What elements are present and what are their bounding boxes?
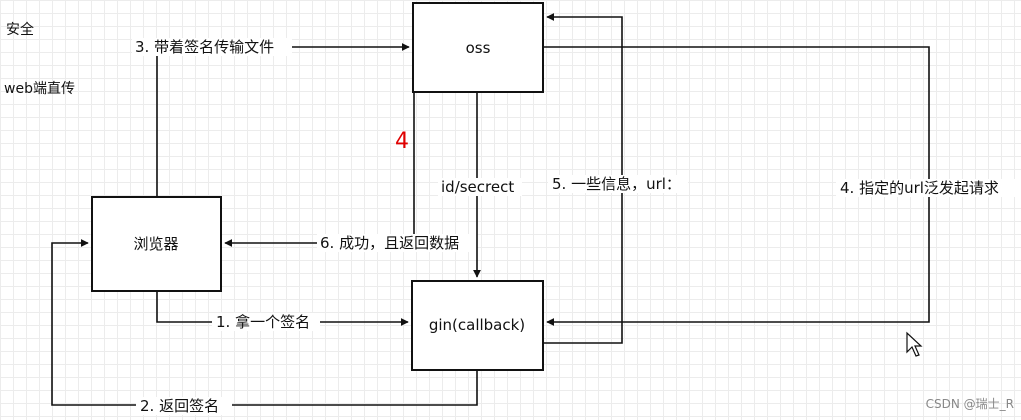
- note-security: 安全: [6, 21, 34, 38]
- watermark: CSDN @瑞士_R: [926, 397, 1014, 411]
- gin-callback-label: gin(callback): [429, 316, 525, 334]
- edge-label-return-signature: 2. 返回签名: [140, 397, 219, 415]
- red-step-annotation: 4: [395, 129, 409, 154]
- edge-success-return: [224, 92, 415, 247]
- edge-upload-with-signature: [156, 43, 410, 197]
- edge-label-info-url: 5. 一些信息，url：: [552, 175, 681, 193]
- edge-label-id-secret: id/secrect: [441, 178, 514, 196]
- edge-label-request-url: 4. 指定的url泛发起请求: [840, 179, 999, 197]
- edge-label-success-return: 6. 成功，且返回数据: [320, 234, 459, 252]
- oss-node: [412, 2, 544, 93]
- gin-callback-node: [411, 280, 544, 371]
- mouse-cursor-icon: [906, 331, 923, 357]
- note-web-direct-upload: web端直传: [4, 80, 75, 97]
- browser-label: 浏览器: [133, 235, 178, 253]
- oss-label: oss: [466, 39, 491, 57]
- browser-node: [91, 196, 222, 292]
- edge-label-get-signature: 1. 拿一个签名: [216, 313, 310, 331]
- edge-get-signature: [156, 291, 409, 326]
- edge-return-signature: [51, 239, 478, 406]
- edge-label-upload-with-signature: 3. 带着签名传输文件: [135, 38, 274, 56]
